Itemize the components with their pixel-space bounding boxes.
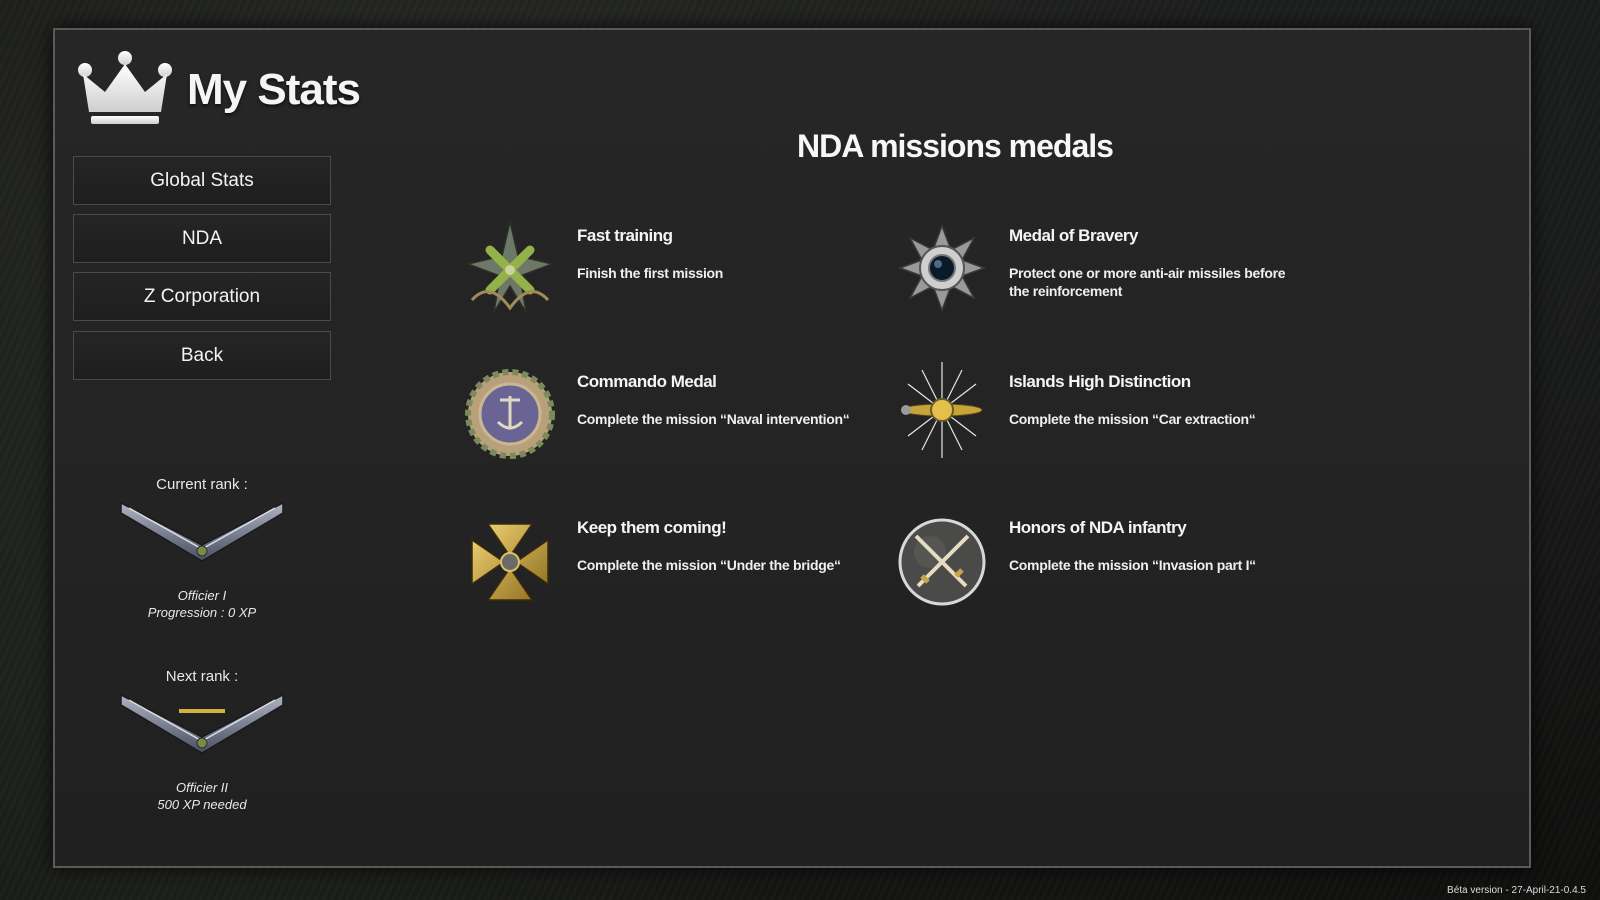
crown-icon: [78, 51, 172, 124]
current-rank-name: Officier I: [177, 588, 227, 603]
medal-card: Commando Medal Complete the mission “Nav…: [460, 369, 880, 482]
medal-text: Commando Medal Complete the mission “Nav…: [577, 372, 867, 428]
medal-name: Keep them coming!: [577, 518, 727, 537]
current-rank-progress: Progression : 0 XP: [147, 605, 257, 620]
star-wreath-medal-icon: [465, 221, 555, 313]
medal-description: Protect one or more anti-air missiles be…: [1009, 265, 1286, 299]
medal-name: Islands High Distinction: [1009, 372, 1191, 391]
medal-card: Medal of Bravery Protect one or more ant…: [892, 223, 1312, 336]
medal-description: Finish the first mission: [577, 265, 724, 281]
medal-text: Medal of Bravery Protect one or more ant…: [1009, 226, 1299, 300]
medal-name: Honors of NDA infantry: [1009, 518, 1187, 537]
medal-description: Complete the mission “Under the bridge“: [577, 557, 841, 573]
medal-name: Fast training: [577, 226, 673, 245]
current-rank-label: Current rank :: [156, 476, 248, 493]
commando-anchor-medal-icon: [465, 369, 555, 459]
next-rank-label: Next rank :: [165, 668, 239, 685]
side-menu: Global Stats NDA Z Corporation Back: [73, 156, 331, 389]
maltese-cross-medal-icon: [471, 523, 549, 601]
nda-button[interactable]: NDA: [73, 214, 331, 263]
medal-text: Fast training Finish the first mission: [577, 226, 867, 282]
medal-card: Islands High Distinction Complete the mi…: [892, 362, 1312, 482]
officer-ii-chevron-icon: [120, 693, 284, 754]
crossed-swords-medal-icon: [898, 518, 986, 606]
next-rank: Next rank : Officier II 500 XP needed: [73, 668, 331, 813]
medal-description: Complete the mission “Naval intervention…: [577, 411, 850, 427]
back-button[interactable]: Back: [73, 331, 331, 380]
medal-card: Fast training Finish the first mission: [460, 221, 880, 336]
medal-name: Medal of Bravery: [1009, 226, 1139, 245]
current-rank: Current rank : Officier I Progression : …: [73, 476, 331, 621]
medals-grid: Fast training Finish the first mission M…: [460, 221, 1360, 646]
header: My Stats: [77, 50, 361, 126]
medal-description: Complete the mission “Invasion part I“: [1009, 557, 1256, 573]
global-stats-button[interactable]: Global Stats: [73, 156, 331, 205]
medal-text: Islands High Distinction Complete the mi…: [1009, 372, 1299, 428]
medals-section-title: NDA missions medals: [797, 128, 1114, 164]
version-label: Béta version - 27-April-21-0.4.5: [1447, 885, 1586, 896]
medal-description: Complete the mission “Car extraction“: [1009, 411, 1256, 427]
medal-text: Keep them coming! Complete the mission “…: [577, 518, 867, 574]
z-corporation-button[interactable]: Z Corporation: [73, 272, 331, 321]
stats-panel: My Stats Global Stats NDA Z Corporation …: [53, 28, 1531, 868]
medal-text: Honors of NDA infantry Complete the miss…: [1009, 518, 1299, 574]
next-rank-name: Officier II: [175, 780, 228, 795]
sunburst-medal-icon: [901, 362, 983, 458]
page-header-title: My Stats: [187, 65, 361, 114]
medal-card: Honors of NDA infantry Complete the miss…: [892, 518, 1312, 628]
medal-name: Commando Medal: [577, 372, 717, 391]
next-rank-xp-needed: 500 XP needed: [157, 797, 247, 812]
medal-card: Keep them coming! Complete the mission “…: [460, 518, 880, 628]
officer-i-chevron-icon: [120, 501, 284, 562]
bravery-gear-medal-icon: [897, 223, 987, 313]
